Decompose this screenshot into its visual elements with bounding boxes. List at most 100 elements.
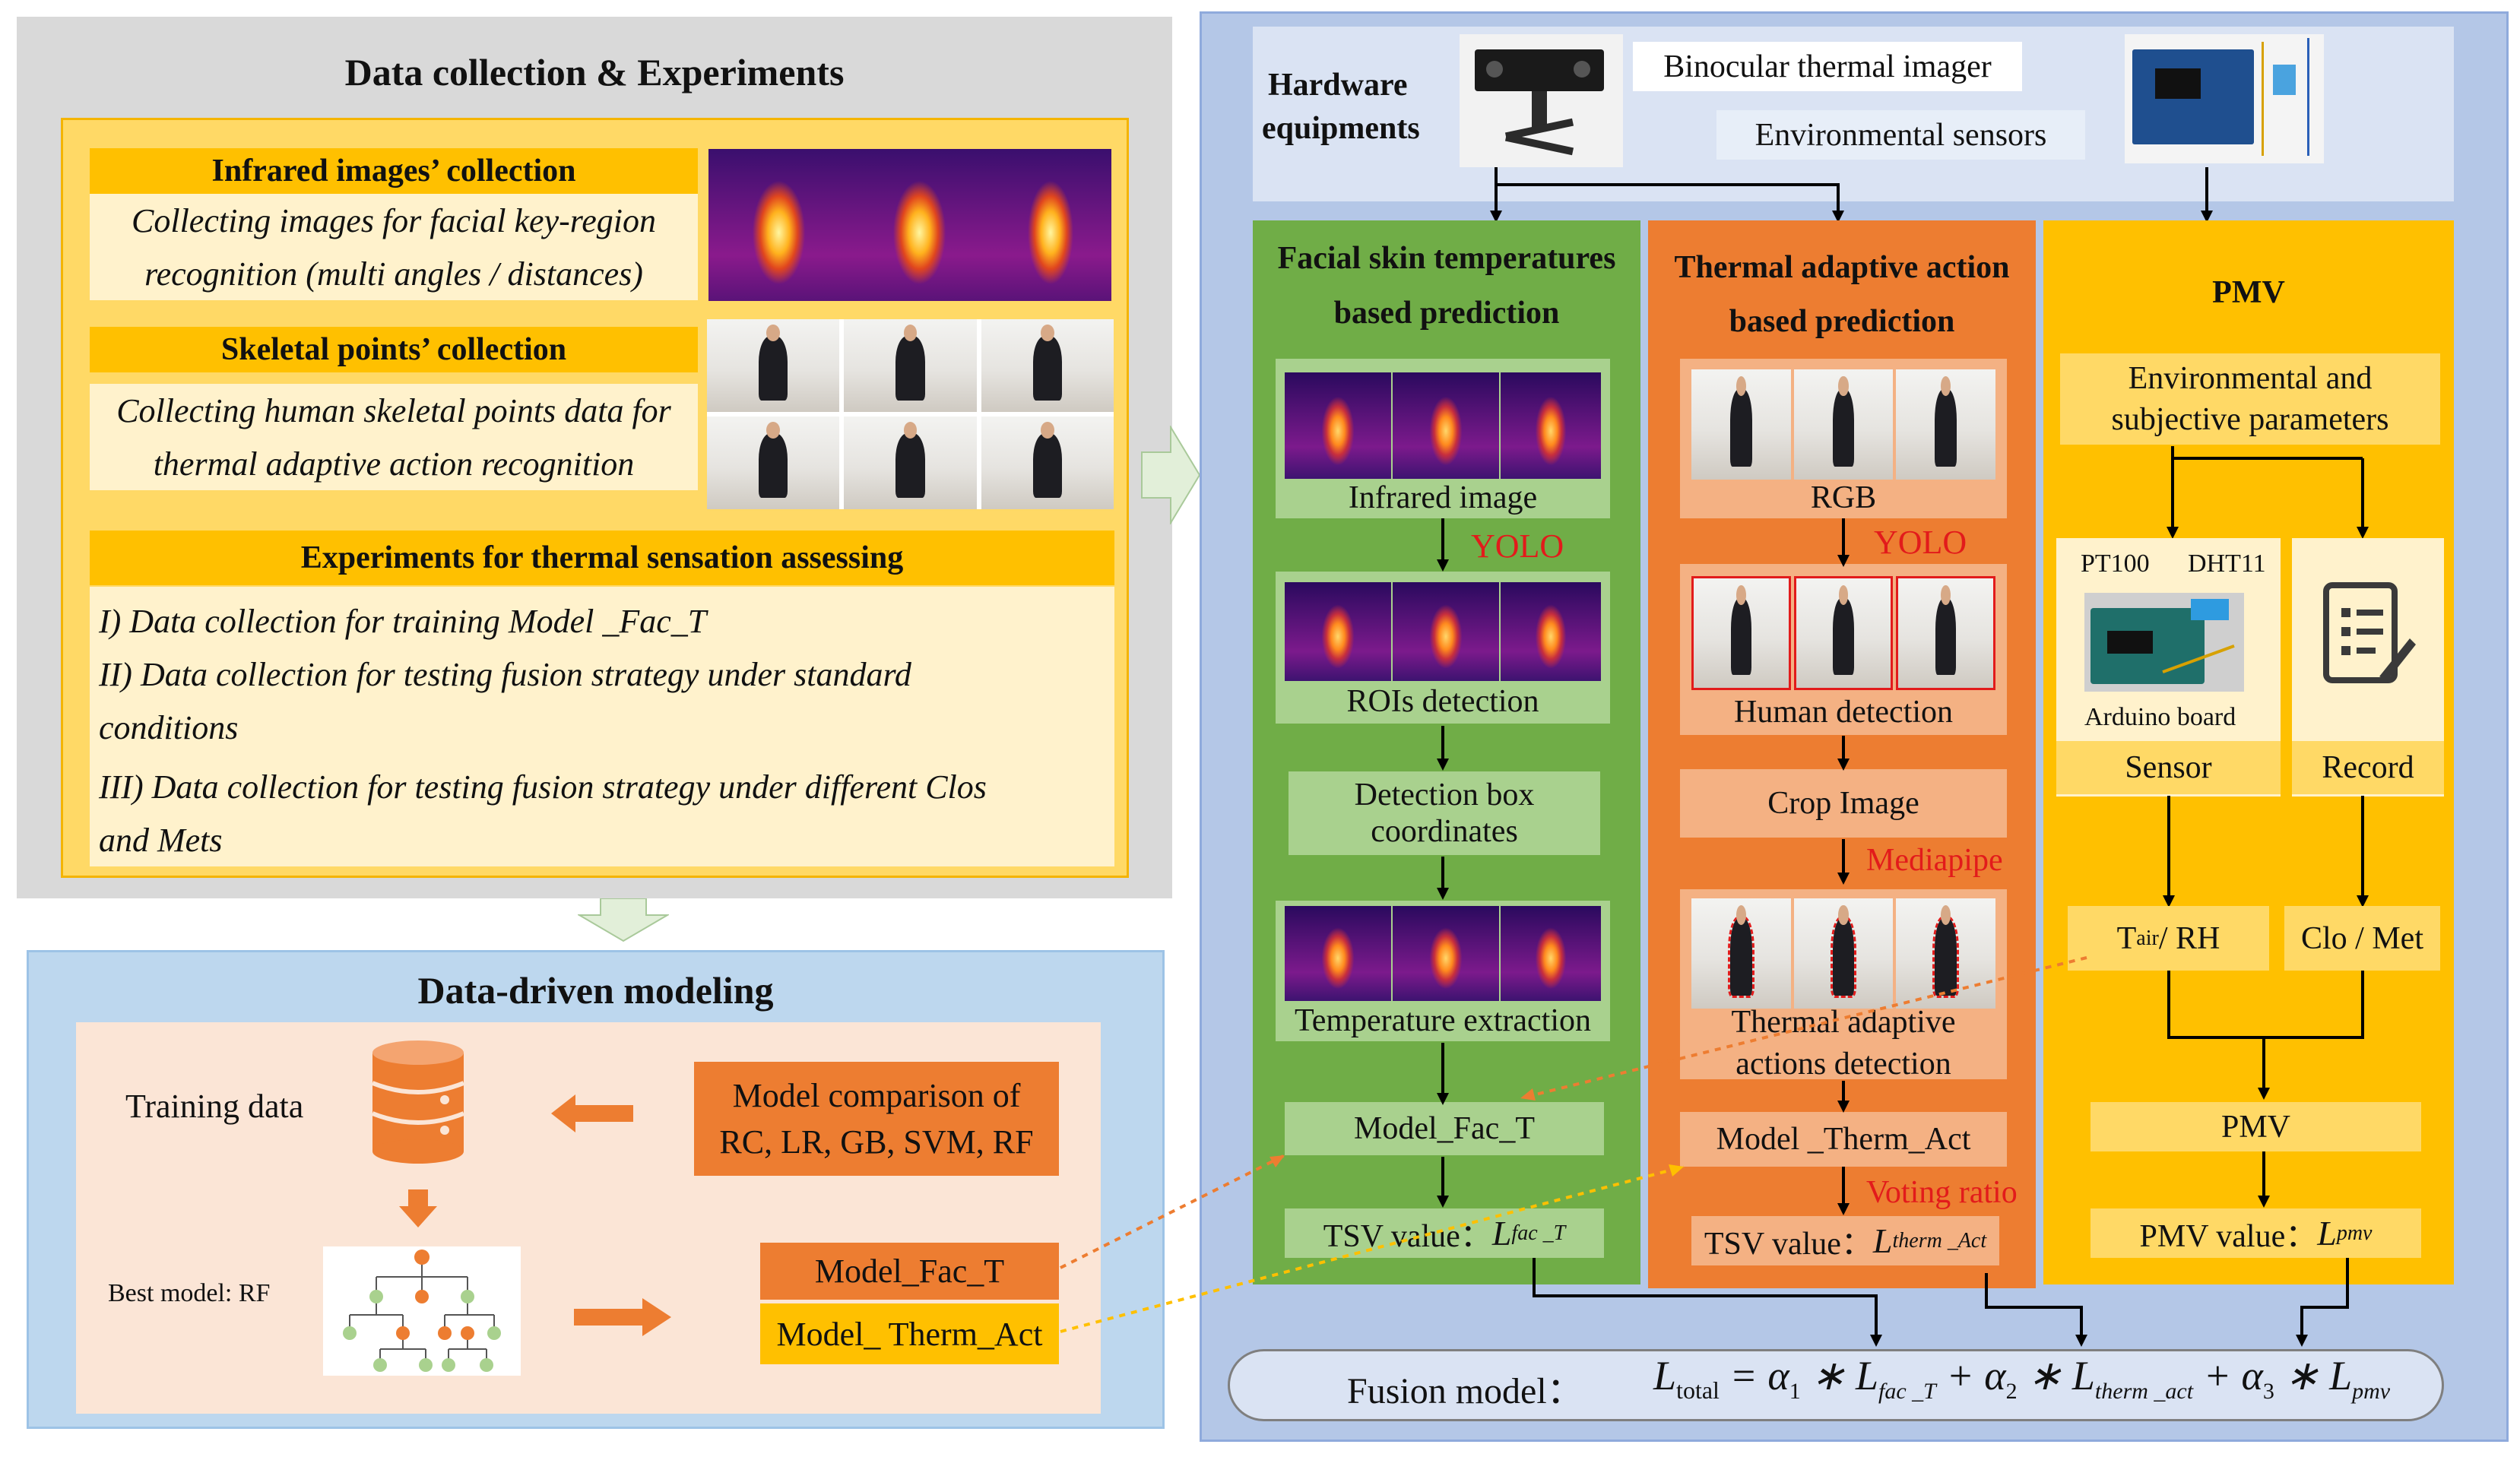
green-roi-pic-2 [1393,582,1499,681]
right-big-arrow-icon [1141,426,1201,524]
best-model-label: Best model: RF [108,1279,271,1307]
pt100-label: PT100 [2081,550,2150,578]
sensor-board-photo [2125,34,2324,163]
arduino-photo [2084,593,2244,692]
rois-detection-label: ROIs detection [1346,683,1539,719]
pmv-box: PMV [2090,1102,2421,1151]
skeletal-desc-1: Collecting human skeletal points data fo… [90,384,698,437]
human-detection-photos [1691,576,1995,690]
fusion-L-total: L [1653,1353,1677,1398]
tair-T: T [2116,920,2137,956]
infrared-image-1 [708,149,849,301]
green-title-2: based prediction [1333,296,1560,331]
env-params-line-1: Environmental and [2128,361,2373,396]
fusion-equation: Ltotal = α1 ∗ Lfac _T + α2 ∗ Ltherm _act… [1653,1351,2390,1405]
hardware-label-2: equipments [1262,111,1420,146]
modeling-title: Data-driven modeling [417,968,774,1012]
fusion-plus2: + α [2193,1353,2263,1398]
green-tsv-L: L [1491,1214,1512,1253]
temperature-extraction-label: Temperature extraction [1294,1002,1592,1038]
orange-tsv-sub: therm _Act [1892,1228,1987,1253]
fusion-pmv-sub: pmv [2352,1378,2391,1404]
crop-image-box: Crop Image [1680,769,2007,838]
clo-met-box: Clo / Met [2284,906,2440,971]
voting-ratio-label: Voting ratio [1866,1175,2018,1210]
orange-title-2: based prediction [1729,304,1955,339]
tair-sub: air [2136,926,2159,950]
infrared-desc-1: Collecting images for facial key-region [90,194,698,247]
experiment-line-5: and Mets [99,822,223,859]
sensor-label: Sensor [2056,741,2281,794]
infrared-image-2 [849,149,990,301]
dht11-label: DHT11 [2188,550,2266,578]
fusion-connectors [1533,1258,2349,1347]
actions-label-1: Thermal adaptive [1731,1005,1956,1040]
orange-tsv-L: L [1872,1221,1893,1260]
detbox-line-1: Detection box [1354,778,1535,812]
green-temp-pic-3 [1501,906,1601,1001]
environmental-sensors-label: Environmental sensors [1716,110,2085,160]
rgb-label: RGB [1810,480,1877,515]
arduino-label: Arduino board [2084,703,2236,731]
infrared-image-label: Infrared image [1348,480,1538,515]
orange-title-1: Thermal adaptive action [1674,250,2010,285]
pmv-lower-arrows [2163,796,2369,1208]
env-params-line-2: subjective parameters [2111,402,2389,437]
fusion-a2: 2 [2005,1378,2018,1404]
env-params-box: Environmental and subjective parameters [2060,353,2440,445]
fusion-times3: ∗ L [2274,1353,2353,1398]
training-data-label: Training data [125,1088,304,1125]
skeletal-photo-grid [707,319,1114,509]
model-fac-t-box: Model_Fac_T [760,1243,1059,1300]
fusion-a3: 3 [2262,1378,2274,1404]
data-collection-title: Data collection & Experiments [344,51,845,93]
fusion-model-box [1228,1349,2444,1421]
fusion-therm-sub: therm _act [2094,1378,2194,1404]
fusion-a1: 1 [1789,1378,1801,1404]
orange-flow-arrows [1837,518,1850,1215]
decision-tree-icon [343,1250,501,1372]
green-thermal-pic-2 [1393,372,1499,479]
experiment-line-3: conditions [99,709,239,746]
binocular-imager-label: Binocular thermal imager [1633,42,2022,91]
model-comparison-line-1: Model comparison of [732,1077,1021,1114]
database-icon [371,1040,465,1164]
green-temp-pic-1 [1285,906,1391,1001]
green-thermal-pic-1 [1285,372,1391,479]
down-arrow-icon [578,898,669,942]
green-roi-pic-3 [1501,582,1601,681]
record-clipboard-icon [2323,582,2416,683]
mediapipe-label: Mediapipe [1866,843,2003,878]
experiment-line-2: II) Data collection for testing fusion s… [99,656,911,693]
skeletal-desc-2: thermal adaptive action recognition [90,437,698,490]
experiments-header: Experiments for thermal sensation assess… [90,531,1114,585]
green-roi-pic-1 [1285,582,1391,681]
green-flow-arrows [1437,518,1449,1208]
fusion-times1: ∗ L [1800,1353,1878,1398]
detection-box-coordinates: Detection box coordinates [1289,771,1600,855]
fusion-times2: ∗ L [2017,1353,2095,1398]
fusion-plus1: + α [1935,1353,2006,1398]
experiment-line-1: I) Data collection for training Model _F… [99,603,707,640]
rgb-photo-strip [1691,369,1995,480]
green-yolo-label: YOLO [1471,527,1564,565]
record-label: Record [2292,741,2444,794]
detbox-line-2: coordinates [1371,814,1518,849]
human-detection-label: Human detection [1733,695,1954,730]
pmv-value-prefix: PMV value： [2139,1219,2318,1254]
green-title-1: Facial skin temperatures [1277,241,1616,276]
model-comparison-line-2: RC, LR, GB, SVM, RF [719,1123,1034,1161]
model-comparison-box: Model comparison of RC, LR, GB, SVM, RF [694,1062,1059,1176]
orange-model-box: Model _Therm_Act [1680,1112,2007,1167]
green-temp-pic-2 [1393,906,1499,1001]
left-arrow-icon [551,1094,633,1132]
right-arrow-icon [574,1298,671,1336]
model-therm-act-box: Model_ Therm_Act [760,1303,1059,1364]
green-thermal-pic-3 [1501,372,1601,479]
hardware-label-1: Hardware [1268,68,1408,103]
pmv-column-title: PMV [2212,275,2285,310]
